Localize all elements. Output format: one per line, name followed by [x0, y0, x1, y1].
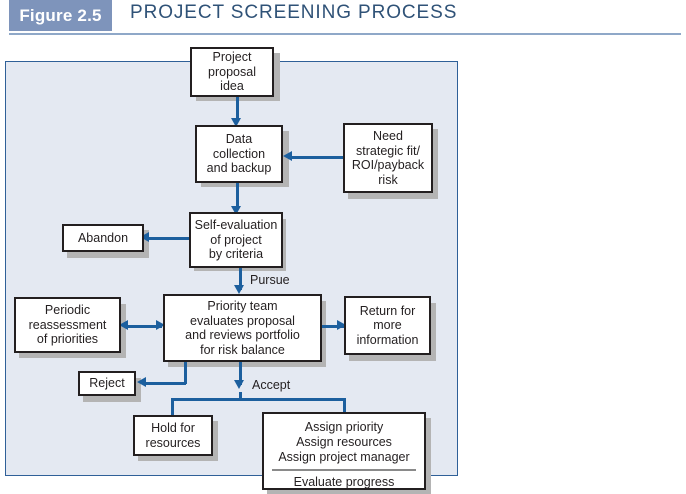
- connector-line: [322, 325, 344, 328]
- node-line: information: [356, 332, 419, 347]
- node-line: Priority team: [207, 299, 278, 313]
- node-line: idea: [220, 79, 244, 94]
- connector-line: [171, 398, 346, 401]
- edge-label-accept: Accept: [252, 378, 291, 392]
- arrowhead-left-icon: [140, 232, 149, 242]
- connector-line: [239, 361, 242, 385]
- node-line: resources: [145, 435, 201, 450]
- node-line: Periodic: [44, 303, 91, 318]
- node-line: by criteria: [208, 247, 264, 262]
- node-line: proposal: [208, 64, 256, 79]
- node-line: for risk balance: [200, 342, 285, 357]
- node-line: of project: [210, 232, 262, 247]
- figure-number-label: Figure 2.5: [19, 5, 102, 25]
- node-line: collection: [212, 146, 266, 161]
- node-return-for-more-information[interactable]: Return for more information: [344, 296, 431, 355]
- arrowhead-down-icon: [234, 285, 244, 294]
- node-line: Assign priority: [304, 420, 384, 434]
- node-hold-for-resources[interactable]: Hold for resources: [133, 415, 213, 456]
- assign-box-divider: [272, 469, 416, 471]
- figure-header: Figure 2.5 PROJECT SCREENING PROCESS: [0, 0, 686, 40]
- node-line: evaluates proposal: [190, 313, 295, 328]
- edge-label-pursue: Pursue: [250, 273, 290, 287]
- node-line: Assign resources: [296, 435, 392, 449]
- node-line: Abandon: [77, 230, 129, 245]
- node-data-collection-and-backup[interactable]: Data collection and backup: [195, 125, 283, 183]
- arrowhead-right-icon: [156, 320, 165, 330]
- connector-line: [288, 156, 343, 159]
- connector-line: [171, 398, 174, 417]
- node-line: and reviews portfolio: [185, 328, 300, 342]
- connector-line: [343, 398, 346, 414]
- connector-line: [184, 361, 187, 384]
- connector-line: [146, 237, 191, 240]
- arrowhead-down-icon: [231, 206, 241, 215]
- arrowhead-right-icon: [337, 320, 346, 330]
- node-line: strategic fit/: [356, 143, 420, 158]
- figure-number-tag: Figure 2.5: [9, 0, 112, 31]
- figure-title: PROJECT SCREENING PROCESS: [130, 2, 458, 23]
- node-periodic-reassessment[interactable]: Periodic reassessment of priorities: [14, 297, 121, 353]
- connector-line: [126, 325, 162, 328]
- header-divider: [9, 33, 681, 35]
- arrowhead-left-icon: [283, 151, 292, 161]
- node-project-proposal-idea[interactable]: Project proposal idea: [190, 47, 274, 97]
- node-line: Hold for: [151, 421, 195, 435]
- node-line: Assign project manager: [278, 450, 410, 464]
- node-line: Need: [373, 129, 403, 143]
- node-line: Evaluate progress: [293, 474, 395, 489]
- arrowhead-left-icon: [137, 377, 146, 387]
- node-line: risk: [378, 172, 398, 187]
- node-self-evaluation-of-project[interactable]: Self-evaluation of project by criteria: [189, 212, 283, 268]
- node-line: Project: [212, 50, 252, 65]
- node-line: reassessment: [28, 317, 107, 332]
- node-line: of priorities: [36, 332, 99, 347]
- connector-line: [236, 183, 239, 209]
- node-line: ROI/payback: [351, 158, 425, 172]
- arrowhead-down-icon: [231, 118, 241, 127]
- node-line: Self-evaluation: [194, 218, 278, 233]
- node-line: and backup: [206, 161, 272, 176]
- connector-line: [239, 268, 242, 290]
- node-priority-team[interactable]: Priority team evaluates proposal and rev…: [163, 294, 322, 362]
- node-need-strategic-fit[interactable]: Need strategic fit/ ROI/payback risk: [343, 123, 433, 193]
- node-line: more: [373, 318, 402, 333]
- node-line: Data: [225, 132, 253, 147]
- node-line: Reject: [89, 376, 125, 391]
- node-assign-and-evaluate[interactable]: Assign priority Assign resources Assign …: [262, 412, 426, 490]
- connector-line: [239, 392, 242, 400]
- arrowhead-left-icon: [119, 320, 128, 330]
- node-abandon[interactable]: Abandon: [62, 224, 144, 252]
- arrowhead-down-icon: [234, 380, 244, 389]
- node-line: Return for: [359, 303, 416, 318]
- connector-line: [144, 382, 186, 385]
- connector-line: [236, 97, 239, 121]
- node-reject[interactable]: Reject: [78, 371, 136, 396]
